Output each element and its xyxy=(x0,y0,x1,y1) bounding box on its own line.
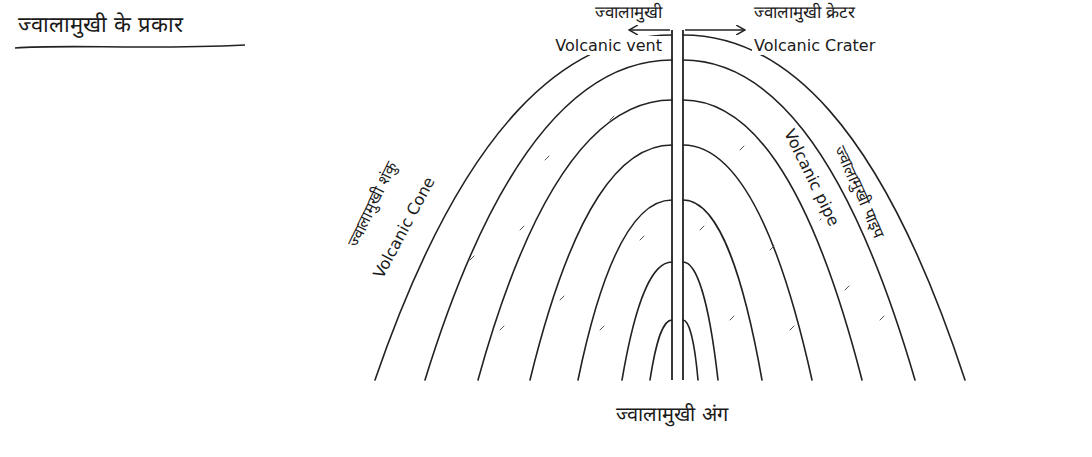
crater-leader xyxy=(685,29,744,31)
stipple xyxy=(470,116,884,330)
title-underline xyxy=(15,45,245,48)
part-label: Volcanic vent xyxy=(553,36,664,55)
part-label: Volcanic Crater xyxy=(752,36,877,55)
diagram-caption: ज्वालामुखी अंग xyxy=(614,402,729,426)
volcanic-pipe xyxy=(672,30,683,380)
part-label: ज्वालामुखी क्रेटर xyxy=(752,2,857,22)
vent-leader xyxy=(630,29,670,31)
part-label: ज्वालामुखी xyxy=(593,2,664,22)
diagram-title: ज्वालामुखी के प्रकार xyxy=(16,12,185,38)
cone-layers xyxy=(375,35,965,380)
